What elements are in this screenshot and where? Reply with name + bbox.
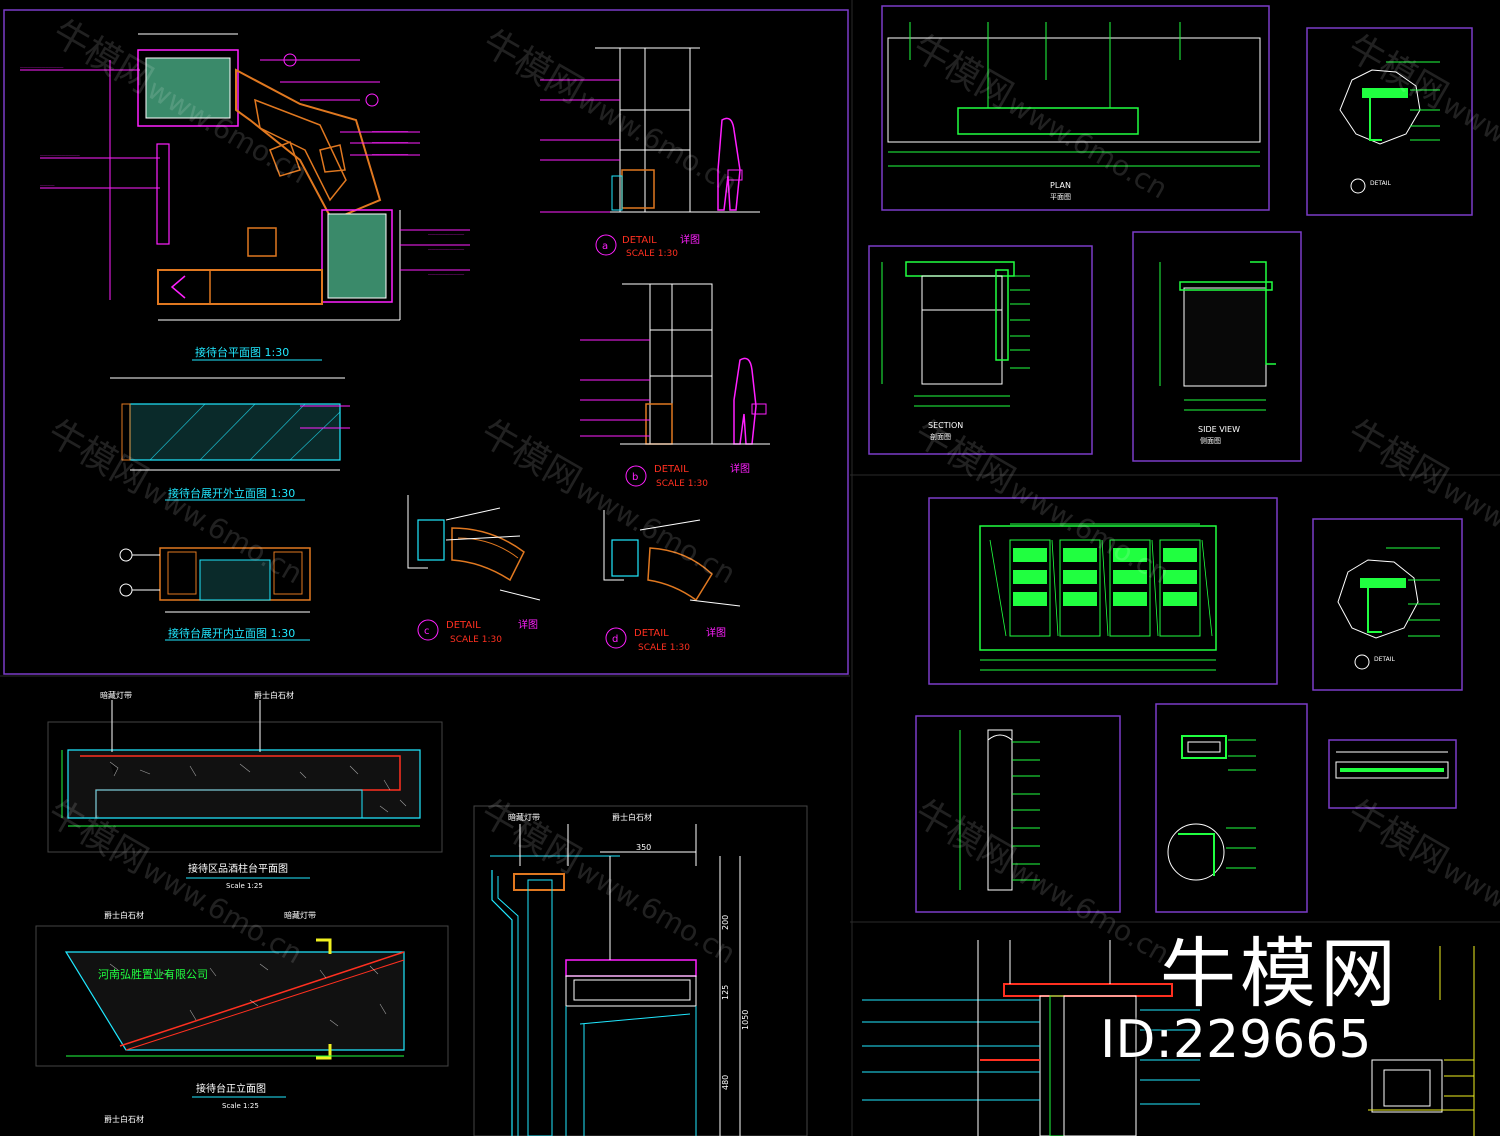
detail-d-cn: 详图	[706, 626, 726, 639]
bar-plan: 暗藏灯带 爵士白石材 接待区品酒柱台平面图 Scale 1:25	[47, 690, 443, 890]
counter-plan-label: PLAN	[1050, 181, 1071, 190]
brand-logo-text: 牛模网	[1160, 929, 1400, 1018]
counter-plan: PLAN 平面图	[887, 22, 1261, 201]
side-view-cn: 侧面图	[1200, 436, 1221, 445]
bar-section-stone: 爵士白石材	[612, 812, 652, 822]
dim-350: 350	[636, 843, 651, 852]
section-label: SECTION	[928, 421, 963, 430]
reception-plan: ___________________________ ____________…	[20, 33, 470, 361]
small-detail-1-word: DETAIL	[1370, 180, 1391, 187]
counter-side-view: SIDE VIEW 侧面图	[1159, 261, 1276, 445]
small-detail-1: DETAIL	[1339, 61, 1440, 194]
small-detail-2-word: DETAIL	[1374, 656, 1395, 663]
watermark-url: www.6mo.cn	[1437, 852, 1500, 970]
bar-plan-stone: 爵士白石材	[254, 690, 294, 700]
detail-c-marker: c	[424, 626, 430, 637]
watermark-cn: 牛模网	[908, 412, 1022, 502]
panel-frames	[3, 5, 1473, 913]
watermark-cn: 牛模网	[1341, 27, 1455, 117]
detail-a: a DETAIL 详图 SCALE 1:30	[540, 47, 760, 259]
front-elevation: 河南弘胜置业有限公司 爵士白石材 暗藏灯带 接待台正立面图 Scale 1:25…	[35, 910, 449, 1124]
detail-b-scale: SCALE 1:30	[656, 479, 708, 489]
watermark-cn: 牛模网	[474, 412, 588, 502]
detail-c-word: DETAIL	[446, 620, 481, 631]
bar-plan-lamp: 暗藏灯带	[100, 690, 132, 700]
watermark-cn: 牛模网	[1341, 412, 1455, 502]
watermark-url: www.6mo.cn	[572, 82, 743, 200]
side-view-label: SIDE VIEW	[1198, 425, 1240, 434]
section-vertical	[959, 729, 1040, 891]
svg-text:____: ____	[40, 179, 55, 186]
svg-text:____________: ____________	[20, 61, 64, 68]
watermark-url: www.6mo.cn	[1437, 87, 1500, 205]
svg-text:__________: __________	[372, 136, 409, 143]
asset-id: ID:229665	[1100, 1010, 1372, 1070]
detail-b-word: DETAIL	[654, 464, 689, 475]
detail-c-cn: 详图	[518, 618, 538, 631]
watermark-cn: 牛模网	[46, 12, 160, 102]
dim-480: 480	[721, 1075, 730, 1090]
watermark-url: www.6mo.cn	[1437, 472, 1500, 590]
detail-d-marker: d	[612, 634, 618, 645]
shelf-detail	[1335, 751, 1449, 779]
bar-plan-title: 接待区品酒柱台平面图	[188, 862, 288, 875]
front-elev-title: 接待台正立面图	[196, 1082, 266, 1095]
counter-section: SECTION 剖面图	[881, 261, 1030, 441]
bottom-stone: 爵士白石材	[104, 1114, 144, 1124]
front-lamp: 暗藏灯带	[284, 910, 316, 920]
bar-plan-scale: Scale 1:25	[226, 882, 263, 890]
elev-inner-title: 接待台展开内立面图 1:30	[168, 626, 295, 640]
watermark-cn: 牛模网	[476, 22, 590, 112]
outer-elevation: 接待台展开外立面图 1:30	[110, 377, 350, 501]
dim-1050: 1050	[741, 1010, 750, 1030]
watermark-cn: 牛模网	[1341, 792, 1455, 882]
plan-title: 接待台平面图 1:30	[195, 345, 289, 359]
svg-text:__________: __________	[372, 148, 409, 155]
detail-a-cn: 详图	[680, 233, 700, 246]
svg-text:__________: __________	[428, 243, 465, 250]
front-stone: 爵士白石材	[104, 910, 144, 920]
detail-c-scale: SCALE 1:30	[450, 635, 502, 645]
small-detail-2: DETAIL	[1337, 547, 1440, 670]
detail-d-word: DETAIL	[634, 628, 669, 639]
bar-section-lamp: 暗藏灯带	[508, 812, 540, 822]
counter-plan-cn: 平面图	[1050, 193, 1071, 201]
svg-text:___________: ___________	[40, 149, 80, 156]
elev-outer-title: 接待台展开外立面图 1:30	[168, 486, 295, 500]
front-elev-scale: Scale 1:25	[222, 1102, 259, 1110]
svg-text:__________: __________	[428, 268, 465, 275]
watermark-url: www.6mo.cn	[570, 852, 741, 970]
detail-b-cn: 详图	[730, 462, 750, 475]
detail-d-scale: SCALE 1:30	[638, 643, 690, 653]
detail-b-marker: b	[632, 472, 638, 483]
dim-200: 200	[721, 915, 730, 930]
svg-text:__________: __________	[428, 228, 465, 235]
detail-a-word: DETAIL	[622, 235, 657, 246]
watermark-cn: 牛模网	[908, 792, 1022, 882]
svg-text:__________: __________	[372, 125, 409, 132]
detail-a-marker: a	[602, 241, 608, 252]
handle-details	[1167, 735, 1256, 881]
watermark-url: www.6mo.cn	[570, 472, 741, 590]
watermark-url: www.6mo.cn	[1002, 87, 1173, 205]
inner-elevation: 接待台展开内立面图 1:30	[119, 547, 311, 641]
company-name: 河南弘胜置业有限公司	[98, 967, 208, 981]
watermark-cn: 牛模网	[906, 27, 1020, 117]
section-cn: 剖面图	[930, 432, 951, 441]
dim-125: 125	[721, 985, 730, 1000]
wine-cabinet	[979, 523, 1217, 671]
detail-d: d DETAIL 详图 SCALE 1:30	[603, 510, 741, 653]
detail-a-scale: SCALE 1:30	[626, 249, 678, 259]
detail-c: c DETAIL 详图 SCALE 1:30	[407, 495, 541, 645]
bar-section: 暗藏灯带 爵士白石材 350 200 125 1050 480	[473, 805, 808, 1136]
bottom-right-section	[862, 940, 1475, 1136]
detail-b: b DETAIL 详图 SCALE 1:30	[580, 283, 770, 489]
